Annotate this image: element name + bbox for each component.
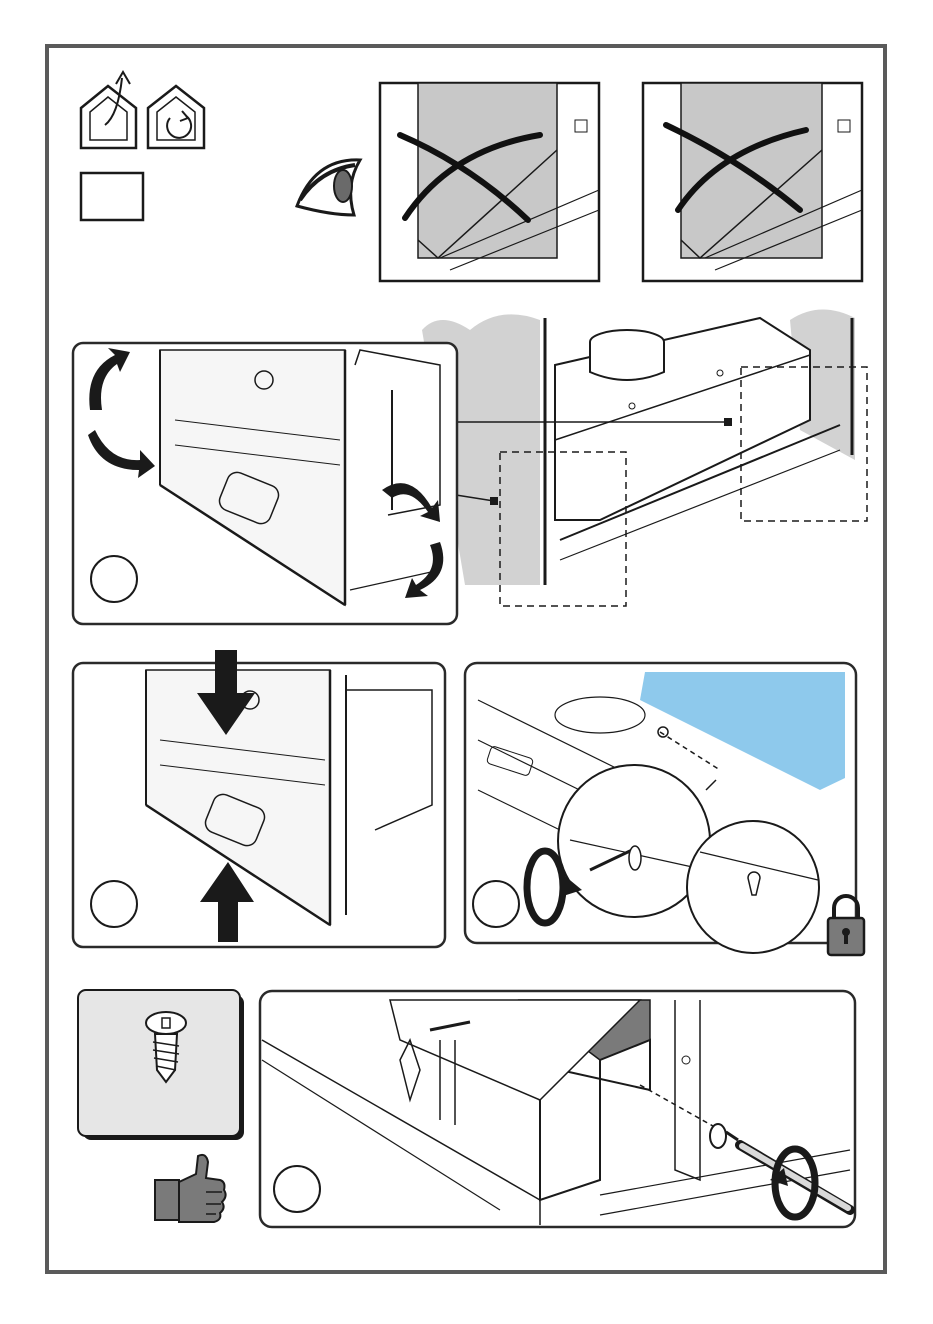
step-circle-screw [274, 1166, 320, 1212]
incorrect-view-left [380, 83, 599, 281]
step-panel-screw [260, 991, 855, 1227]
hood-overview [422, 309, 867, 606]
ducted-extraction-house-icon [81, 72, 136, 148]
incorrect-view-right [643, 83, 862, 281]
step-panel-lock [465, 663, 864, 955]
empty-label-box [81, 173, 143, 220]
step-circle-lock [473, 881, 519, 927]
eye-icon [297, 160, 360, 215]
step-circle-rotate [91, 556, 137, 602]
step-panel-press [73, 650, 445, 947]
recirculation-house-icon [148, 86, 204, 148]
screw-accessory-panel [78, 990, 244, 1140]
step-circle-press [91, 881, 137, 927]
thumbs-up-icon [155, 1155, 226, 1222]
step-panel-rotate [73, 343, 457, 624]
